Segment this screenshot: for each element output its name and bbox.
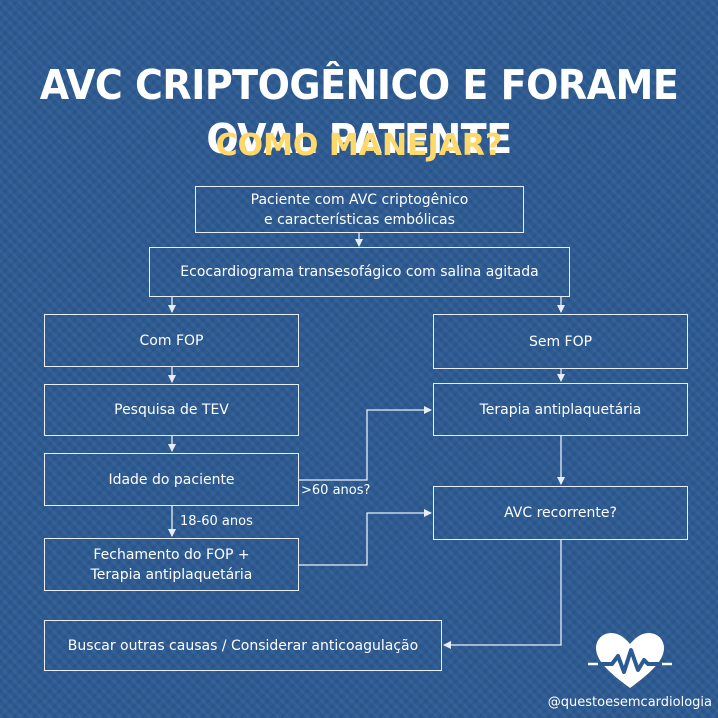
heart-pulse-icon [588, 633, 672, 688]
node-start: Paciente com AVC criptogênico e caracter… [195, 186, 524, 233]
node-start-label: Paciente com AVC criptogênico e caracter… [250, 191, 469, 228]
node-idade-label: Idade do paciente [108, 471, 235, 488]
node-fechamento: Fechamento do FOP + Terapia antiplaquetá… [44, 538, 299, 591]
node-buscar-label: Buscar outras causas / Considerar antico… [67, 637, 419, 654]
node-com-fop: Com FOP [44, 314, 299, 367]
edge-label-over-60: >60 anos? [301, 483, 371, 498]
node-echo-label: Ecocardiograma transesofágico com salina… [180, 264, 539, 280]
node-echo: Ecocardiograma transesofágico com salina… [149, 247, 570, 297]
node-sem-fop: Sem FOP [433, 314, 688, 369]
node-pesquisa-tev: Pesquisa de TEV [44, 384, 299, 436]
node-com-fop-label: Com FOP [139, 332, 204, 349]
node-terapia-antiplaquetaria: Terapia antiplaquetária [433, 383, 688, 436]
page-title: AVC CRIPTOGÊNICO E FORAME OVAL PATENTE [39, 61, 679, 163]
node-idade: Idade do paciente [44, 453, 299, 506]
node-buscar: Buscar outras causas / Considerar antico… [44, 620, 442, 671]
node-terapia-label: Terapia antiplaquetária [479, 401, 642, 418]
connector-fechamento-to-avc [299, 509, 432, 566]
node-avc-recorrente-label: AVC recorrente? [504, 505, 617, 521]
edge-label-18-60: 18-60 anos [180, 514, 253, 529]
brand-handle: @questoesemcardiologia [547, 695, 712, 710]
node-sem-fop-label: Sem FOP [528, 333, 593, 350]
node-avc-recorrente: AVC recorrente? [433, 486, 688, 540]
page-subtitle: COMO MANEJAR? [215, 128, 503, 163]
node-fechamento-label: Fechamento do FOP + Terapia antiplaquetá… [90, 546, 253, 583]
connector-avc-to-buscar [443, 540, 562, 649]
connector-idade-to-terapia [299, 406, 432, 481]
node-pesquisa-tev-label: Pesquisa de TEV [114, 402, 229, 418]
